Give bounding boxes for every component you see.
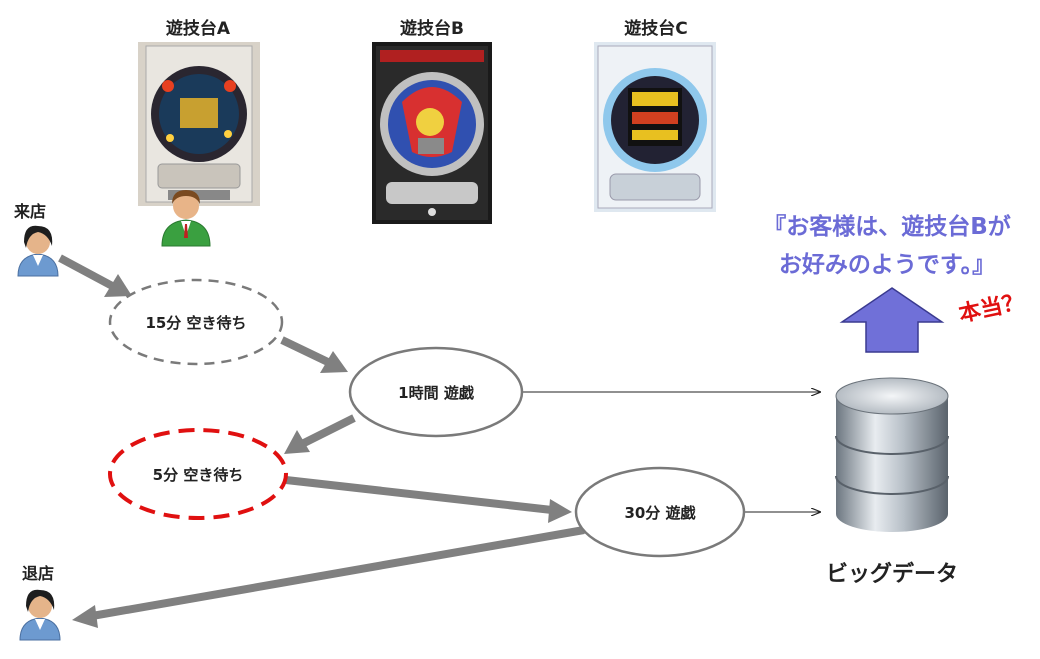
arrive-label: 来店 [14, 202, 47, 221]
machine-c-title: 遊技台C [624, 19, 688, 39]
node-wait-5: 5分 空き待ち [108, 428, 288, 520]
node-wait-15-label: 15分 空き待ち [145, 314, 246, 332]
machine-b-image [372, 42, 492, 224]
callout-text: 『お客様は、遊技台Bが お好みのようです。』 [742, 208, 1032, 284]
machine-c-image [594, 42, 716, 212]
machine-a-title: 遊技台A [165, 19, 231, 39]
node-wait-15: 15分 空き待ち [108, 278, 284, 366]
machine-b-title: 遊技台B [400, 19, 464, 39]
callout-line-1: 『お客様は、遊技台Bが [763, 214, 1011, 240]
node-play-1h-label: 1時間 遊戯 [398, 384, 475, 402]
machine-a-image [138, 42, 260, 206]
callout-line-2: お好みのようです。』 [778, 252, 996, 278]
node-play-30: 30分 遊戯 [574, 466, 746, 558]
bigdata-label: ビッグデータ [826, 562, 959, 587]
database-icon [835, 377, 949, 532]
customer-leave-icon [19, 589, 61, 641]
customer-arrive-icon [17, 225, 59, 277]
leave-label: 退店 [22, 564, 55, 583]
up-arrow-icon [839, 287, 945, 353]
staff-icon [161, 190, 211, 247]
node-wait-5-label: 5分 空き待ち [153, 466, 244, 484]
flow-arrows [58, 254, 585, 628]
node-play-30-label: 30分 遊戯 [624, 504, 696, 522]
node-play-1h: 1時間 遊戯 [348, 346, 524, 438]
